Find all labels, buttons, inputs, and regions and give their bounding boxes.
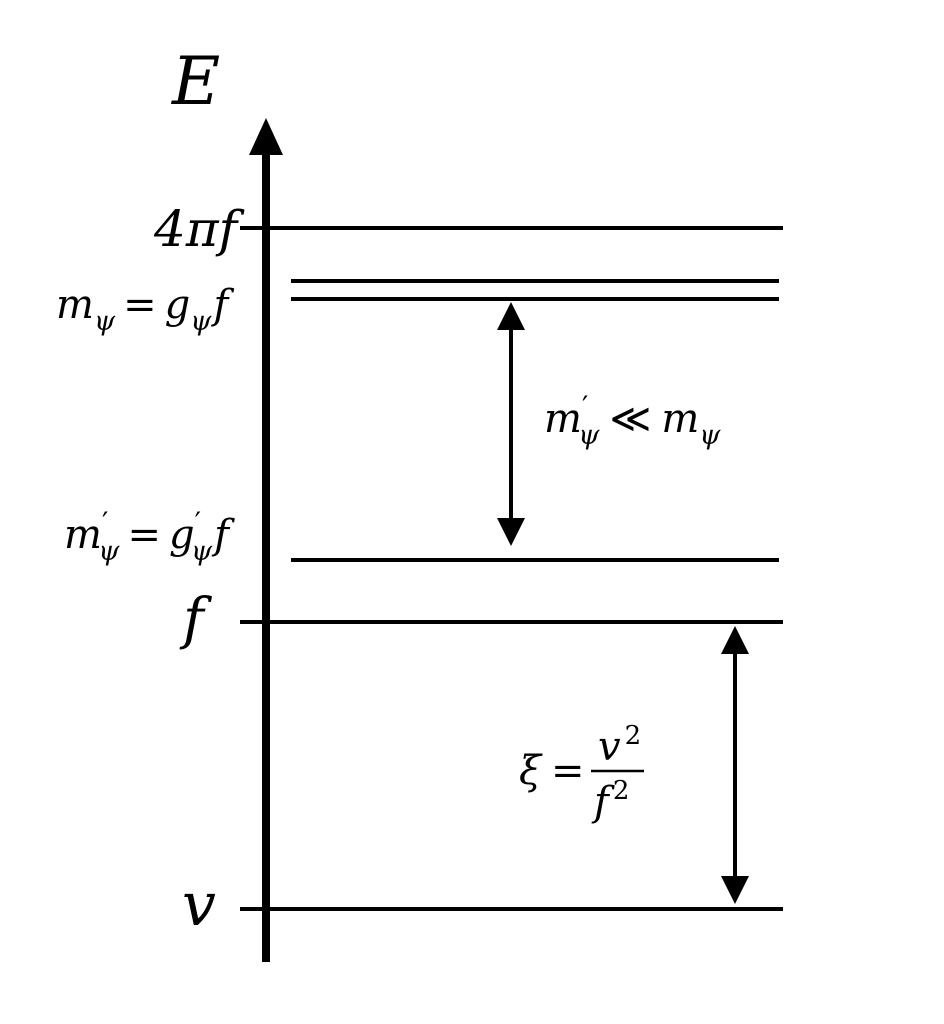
energy-axis-label: E [171,43,220,120]
level-4pi-f-label-text: 4πf [153,200,245,258]
level-f-label: f [179,587,213,652]
hierarchy-annotation: m′ψ≪mψ [544,390,721,451]
energy-axis-arrowhead [249,118,283,155]
level-4pi-f-label: 4πf [153,200,245,258]
xi-lhs: ξ= [519,748,585,794]
level-m-psi-label: mψ=gψf [56,282,234,337]
level-m-psi-prime-label: m′ψ=g′ψf [64,506,235,567]
level-v-label: v [182,870,216,940]
